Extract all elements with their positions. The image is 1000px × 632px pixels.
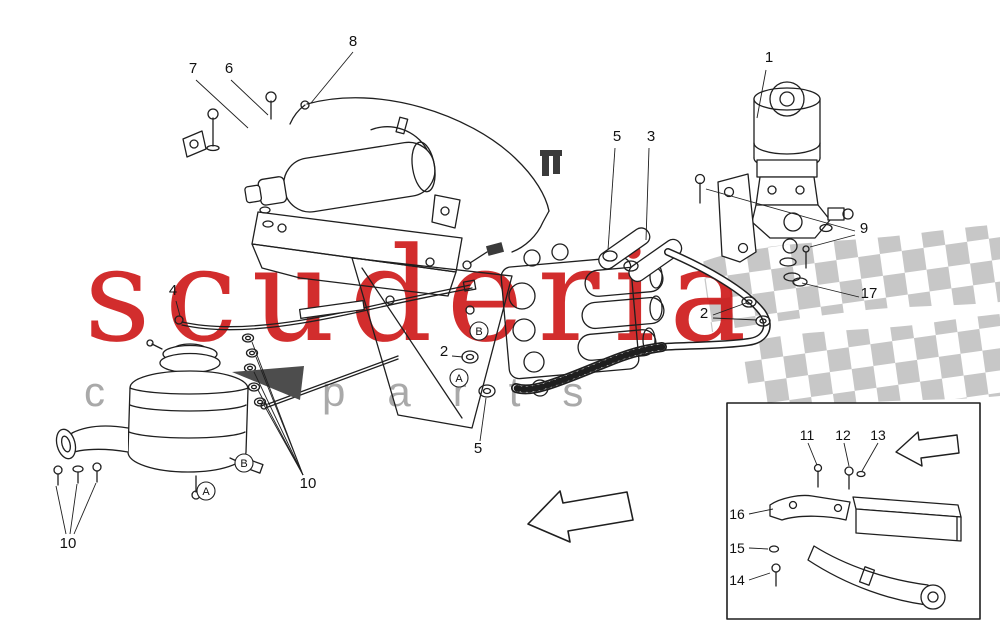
callout-label-11: 11 (800, 427, 815, 443)
callout-label-2-right: 2 (700, 305, 708, 322)
callout-label-3: 3 (647, 128, 655, 145)
mounting-plate (351, 257, 513, 429)
left-bracket (182, 108, 220, 158)
callout-letter-b-center: B (469, 321, 489, 341)
callout-label-13: 13 (870, 427, 886, 443)
inset-panel (726, 402, 981, 620)
callouts: 8 7 6 1 5 3 9 17 2 4 2 5 10 10 B A B A 1 (60, 33, 886, 588)
callout-label-12: 12 (835, 427, 851, 443)
pipe-connector (462, 242, 505, 270)
washer-stack (241, 333, 267, 407)
right-fasteners (694, 173, 833, 327)
power-unit (717, 81, 854, 282)
letter-a-reservoir-label: A (202, 486, 210, 498)
callout-label-16: 16 (729, 506, 745, 522)
callout-label-14: 14 (729, 572, 745, 588)
callout-label-7: 7 (189, 60, 197, 77)
letter-a-center-label: A (455, 373, 463, 385)
direction-arrow (527, 490, 634, 543)
air-duct (852, 496, 962, 542)
callout-letter-a-reservoir: A (196, 481, 216, 501)
callout-label-5: 5 (613, 128, 621, 145)
callout-letter-b-reservoir: B (234, 453, 254, 473)
pipe-clamp (540, 150, 562, 176)
cable-assembly (174, 279, 477, 410)
duct-bracket (769, 494, 851, 521)
accumulator-bracket (251, 206, 463, 297)
callout-label-10-mid: 10 (300, 475, 317, 492)
accumulator-cylinder (244, 126, 436, 213)
checkered-flag (702, 224, 1000, 416)
reservoir-bolts (53, 462, 102, 486)
curved-tube (807, 545, 946, 610)
letter-b-reservoir-label: B (240, 458, 247, 470)
callout-label-10-left: 10 (60, 535, 77, 552)
callout-label-15: 15 (729, 540, 745, 556)
callout-letter-a-center: A (449, 368, 469, 388)
return-hose (511, 248, 771, 395)
inset-direction-arrow (895, 431, 960, 467)
callout-label-8: 8 (349, 33, 357, 50)
cylinder-end-bracket (431, 194, 461, 229)
accumulator-top-bolt (265, 91, 277, 120)
callout-label-2-center: 2 (440, 343, 448, 360)
oil-reservoir (55, 339, 264, 500)
callout-label-4: 4 (169, 282, 177, 299)
callout-label-1: 1 (765, 49, 773, 66)
line-drawing (53, 81, 981, 620)
callout-label-9: 9 (860, 220, 868, 237)
callout-label-5-lower: 5 (474, 440, 482, 457)
callout-label-17: 17 (861, 285, 878, 302)
letter-b-center-label: B (475, 326, 482, 338)
callout-label-6: 6 (225, 60, 233, 77)
leader-lines (55, 51, 879, 581)
hydraulic-pipe (289, 97, 550, 253)
